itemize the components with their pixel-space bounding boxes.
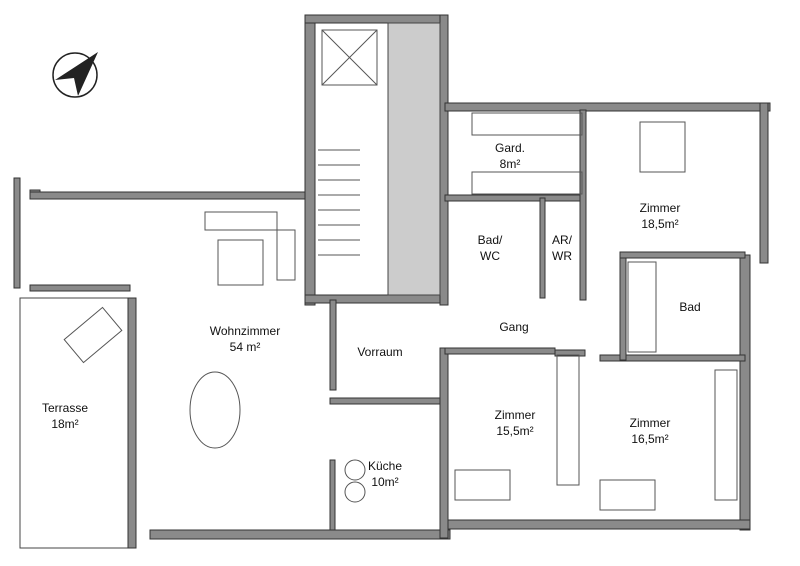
wardrobes (471, 112, 738, 501)
north-arrow-icon (52, 52, 98, 98)
room-area: 54 m² (229, 340, 261, 354)
terrace (13, 177, 137, 549)
room-area: WR (551, 249, 572, 263)
room-label-zimmer-2: Zimmer 15,5m² (495, 407, 536, 439)
room-label-garderobe: Gard. 8m² (495, 140, 525, 172)
room-area: 16,5m² (631, 432, 669, 446)
room-name: Wohnzimmer (209, 324, 281, 338)
room-name: Zimmer (494, 408, 536, 422)
room-label-ar-wr: AR/WR (552, 232, 572, 264)
room-area: 15,5m² (496, 424, 534, 438)
room-name: Küche (367, 459, 403, 473)
walls (29, 14, 771, 540)
room-label-vorraum: Vorraum (357, 344, 402, 360)
room-label-kueche: Küche 10m² (368, 458, 402, 490)
room-area: 18m² (51, 417, 79, 431)
room-name: Zimmer (639, 201, 681, 215)
room-name: AR/ (551, 233, 573, 247)
room-area: 10m² (371, 475, 399, 489)
room-name: Gard. (494, 141, 526, 155)
room-name: Bad (679, 300, 701, 314)
room-label-terrasse: Terrasse 18m² (42, 400, 88, 432)
room-label-wohnzimmer: Wohnzimmer 54 m² (210, 323, 280, 355)
room-area: 18,5m² (641, 217, 679, 231)
room-name: Gang (499, 320, 529, 334)
room-label-bad: Bad (679, 299, 700, 315)
room-area: 8m² (499, 157, 521, 171)
room-name: Bad/ (477, 233, 503, 247)
stair-core (318, 22, 441, 296)
room-label-zimmer-3: Zimmer 16,5m² (630, 415, 671, 447)
room-area: WC (480, 249, 500, 263)
room-label-bad-wc: Bad/WC (478, 232, 503, 264)
room-label-gang: Gang (499, 319, 528, 335)
room-name: Terrasse (41, 401, 89, 415)
room-label-zimmer-1: Zimmer 18,5m² (640, 200, 681, 232)
furniture (189, 121, 686, 511)
room-name: Vorraum (357, 345, 403, 359)
room-name: Zimmer (629, 416, 671, 430)
